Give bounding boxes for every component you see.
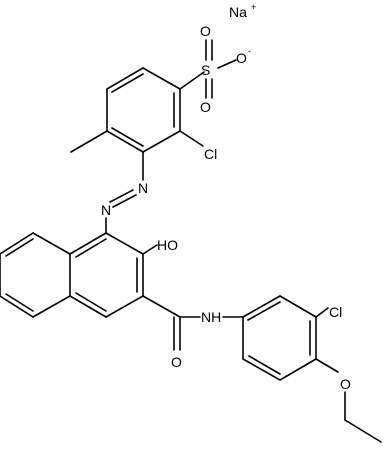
ring-chlorine-label: Cl [204, 146, 217, 162]
azo-nitrogen-lower-label: N [101, 202, 111, 218]
ether-oxygen-label: O [340, 376, 351, 392]
azo-nitrogen-upper-label: N [138, 180, 148, 196]
aryl-chlorine-label: Cl [329, 304, 342, 320]
carbonyl-oxygen-label: O [171, 354, 182, 370]
hydroxyl-bond [142, 244, 158, 255]
benzene-ring-top [106, 67, 181, 153]
sulfur-label: S [201, 62, 210, 78]
ring-chloro-bond [179, 130, 204, 147]
oxygen-anion-charge: - [248, 46, 251, 56]
hydroxyl-label: HO [157, 237, 178, 253]
aryl-chloro-bond [315, 307, 329, 318]
naphthalene-ring [0, 232, 144, 318]
amide-nh-label: NH [201, 309, 221, 325]
methyl-bond [70, 130, 108, 153]
sulfonate-group [179, 39, 237, 99]
sodium-charge: + [251, 2, 256, 12]
sodium-label: Na [229, 4, 247, 20]
ethoxy-group [315, 358, 382, 443]
sulfonyl-oxygen-top-label: O [200, 23, 211, 39]
sulfonate-oxygen-anion-label: O [236, 50, 247, 66]
benzene-ring-bottom [242, 295, 317, 381]
amide-group [142, 295, 244, 351]
sulfonyl-oxygen-bottom-label: O [200, 99, 211, 115]
azo-linkage [105, 151, 144, 234]
